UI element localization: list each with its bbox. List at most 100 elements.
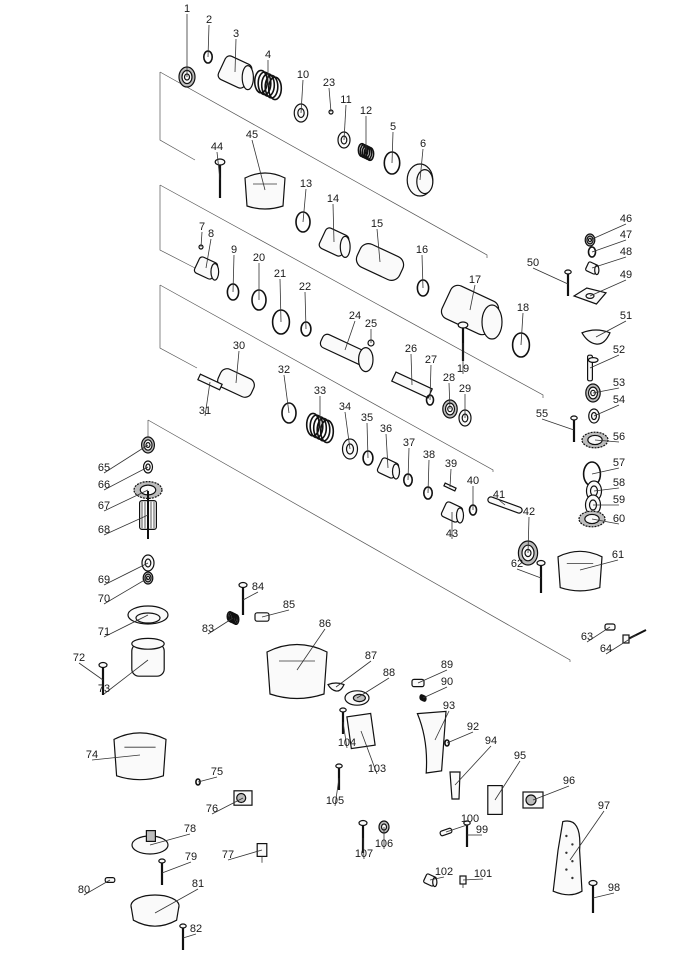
leader-line <box>591 239 627 253</box>
part-61-housing <box>557 550 603 592</box>
leader-line <box>591 467 620 475</box>
leader-line <box>593 404 620 417</box>
part-number-label: 51 <box>620 310 632 322</box>
leader-line <box>83 879 111 896</box>
leader-line <box>579 559 619 571</box>
part-number-label: 14 <box>327 193 339 205</box>
parts-layer <box>98 50 647 950</box>
part-93-handle <box>416 710 447 774</box>
part-number-label: 36 <box>380 423 392 435</box>
part-number-label: 61 <box>612 549 624 561</box>
leader-line <box>204 381 211 417</box>
part-number-label: 41 <box>493 489 505 501</box>
leader-line <box>527 516 530 554</box>
leader-line <box>261 609 290 618</box>
part-number-label: 31 <box>199 405 211 417</box>
part-number-label: 46 <box>620 213 632 225</box>
part-number-label: 92 <box>467 721 479 733</box>
leader-line <box>419 148 424 181</box>
part-number-label: 90 <box>441 676 453 688</box>
leader-line <box>410 353 413 386</box>
part-17-barrel <box>440 284 503 340</box>
part-number-label: 100 <box>461 813 479 825</box>
part-81-cover <box>130 894 180 927</box>
part-12-spring <box>357 142 375 162</box>
part-number-label: 43 <box>446 528 458 540</box>
part-number-label: 101 <box>474 868 492 880</box>
part-77-capacitor <box>256 842 268 863</box>
part-number-label: 53 <box>613 377 625 389</box>
part-number-label: 57 <box>613 457 625 469</box>
leader-line <box>205 238 212 269</box>
leader-line <box>532 267 569 285</box>
leader-line <box>251 139 266 191</box>
part-number-label: 40 <box>467 475 479 487</box>
leader-line <box>520 312 524 346</box>
part-number-label: 71 <box>98 626 110 638</box>
leader-line <box>211 797 244 815</box>
part-number-label: 88 <box>383 667 395 679</box>
part-number-label: 66 <box>98 479 110 491</box>
part-number-label: 54 <box>613 394 625 406</box>
leader-line <box>103 466 149 491</box>
part-18-ring <box>511 332 531 358</box>
part-number-label: 84 <box>252 581 264 593</box>
part-92-ring <box>444 739 450 747</box>
leader-line <box>407 447 410 481</box>
part-number-label: 104 <box>338 737 356 749</box>
part-number-label: 16 <box>416 244 428 256</box>
part-number-label: 106 <box>375 838 393 850</box>
part-number-label: 34 <box>339 401 351 413</box>
part-number-label: 94 <box>485 735 497 747</box>
part-number-label: 6 <box>420 138 426 150</box>
leader-line <box>334 777 340 807</box>
part-number-label: 77 <box>222 849 234 861</box>
leader-line <box>448 382 451 410</box>
part-number-label: 37 <box>403 437 415 449</box>
leader-line <box>149 833 191 846</box>
part-number-label: 20 <box>253 252 265 264</box>
leader-line <box>242 591 259 601</box>
part-42-bearing <box>517 540 539 566</box>
part-number-label: 7 <box>199 221 205 233</box>
part-number-label: 105 <box>326 795 344 807</box>
leader-line <box>342 721 348 749</box>
part-47-ring <box>587 246 597 258</box>
leader-line <box>454 745 492 786</box>
part-number-label: 89 <box>441 659 453 671</box>
leader-line <box>449 468 452 488</box>
leader-line <box>332 203 335 243</box>
part-number-label: 17 <box>469 274 481 286</box>
part-number-label: 26 <box>405 343 417 355</box>
part-13-ring <box>295 211 311 233</box>
part-number-label: 30 <box>233 340 245 352</box>
part-101-capacitor <box>459 875 467 888</box>
leader-line <box>469 284 476 311</box>
part-labels-layer: 1234567891011121314151617181920212223242… <box>73 3 637 939</box>
leader-line <box>385 433 389 469</box>
leader-line <box>103 577 149 605</box>
part-number-label: 9 <box>231 244 237 256</box>
leader-line <box>376 228 381 263</box>
leader-line <box>103 614 149 638</box>
leader-line <box>591 518 620 525</box>
part-number-label: 8 <box>208 228 214 240</box>
leader-line <box>589 223 627 241</box>
leader-line <box>103 514 149 536</box>
part-number-label: 45 <box>246 129 258 141</box>
part-number-label: 13 <box>300 178 312 190</box>
leader-line <box>360 730 378 775</box>
part-74-housing <box>113 732 167 781</box>
part-number-label: 15 <box>371 218 383 230</box>
part-number-label: 62 <box>511 558 523 570</box>
leader-line <box>91 754 141 761</box>
part-number-label: 52 <box>613 344 625 356</box>
leader-line <box>421 254 424 289</box>
part-number-label: 55 <box>536 408 548 420</box>
part-number-label: 80 <box>78 884 90 896</box>
part-number-label: 21 <box>274 268 286 280</box>
leader-line <box>207 617 234 635</box>
leader-line <box>605 634 637 655</box>
part-73-stator <box>131 637 165 677</box>
